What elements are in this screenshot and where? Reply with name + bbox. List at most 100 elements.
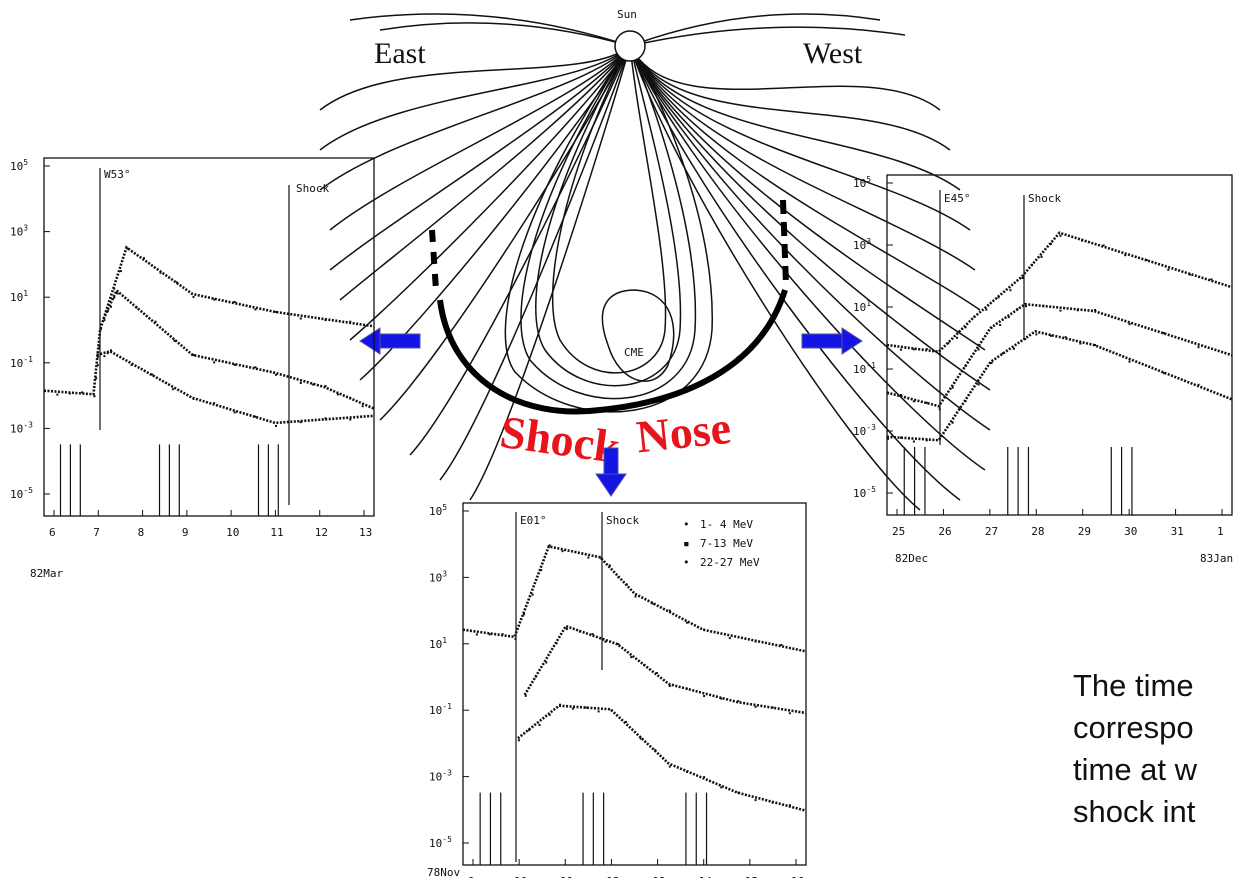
flux-point [728,637,731,640]
panel-arrows [359,327,863,497]
flux-point [887,344,889,346]
x-tick-label: 12 [315,526,328,539]
y-tick-label: 10-1 [853,361,876,376]
caption-line-3: time at w [1073,752,1198,787]
field-line [339,45,631,301]
east-label: East [374,37,426,70]
flux-point [1128,360,1131,363]
flux-point [887,392,889,395]
cme-label: CME [624,346,644,359]
flux-point [233,300,236,303]
panel-bottom-flux-traces [462,544,807,865]
sun-label: Sun [617,8,637,21]
flux-point [597,710,600,713]
field-line [319,45,631,111]
flux-point [517,739,520,742]
flux-point [299,381,302,384]
flux-point [95,377,98,380]
flux-point [938,408,941,411]
panel-bottom-legend: • 1- 4 MeV ▪ 7-13 MeV • 22-27 MeV [683,518,760,569]
field-line-diagram: Sun East West CME Shock Nose [319,8,991,511]
y-tick-label: 10-5 [853,485,876,500]
sun-disk [614,30,646,62]
flux-point [1145,259,1148,261]
flux-point [531,593,534,596]
y-tick-label: 10-3 [429,769,452,784]
flux-point [113,287,116,290]
flux-point [578,630,581,633]
legend-item-1: 1- 4 MeV [700,518,753,531]
flux-point [135,306,138,309]
flux-point [604,640,607,643]
flux-trace [96,349,375,425]
flux-point [361,405,364,408]
flux-point [584,706,587,709]
caption-line-1: The time [1073,668,1194,703]
flux-point [925,401,928,404]
flux-point [1167,268,1170,271]
flux-point [1197,383,1200,386]
flux-point [754,640,757,643]
flux-point [324,385,327,388]
flux-point [233,363,236,366]
flux-trace [886,330,1233,442]
flux-point [1094,309,1096,311]
x-tick-label: 11 [560,875,573,878]
x-tick-label: 7 [93,526,100,539]
flux-point [1059,309,1062,312]
flux-point [1094,344,1096,346]
flux-point [574,550,577,553]
flux-point [655,672,658,675]
x-tick-label: 9 [182,526,189,539]
flux-point [488,633,491,636]
flux-point [213,402,216,405]
flux-point [964,365,967,368]
field-line [629,45,986,351]
flux-point [1009,289,1012,292]
flux-point [192,353,195,356]
field-line [329,45,631,271]
flux-point [548,713,551,716]
flux-point [720,697,723,700]
panel-left-shock-label: Shock [296,182,329,195]
panel-left-flux-traces [43,245,375,516]
flux-point [630,656,633,659]
y-tick-label: 103 [10,224,28,239]
flux-point [754,799,757,802]
flux-point [685,687,688,690]
x-tick-label: 28 [1031,525,1044,538]
flux-point [523,613,526,616]
panel-right-event-label: E45° [944,192,971,205]
x-tick-label: 12 [606,875,619,878]
flux-point [565,628,568,631]
flux-point [548,544,551,547]
flux-point [977,348,980,351]
flux-point [1031,263,1034,266]
flux-point [985,308,988,311]
nose-word: Nose [634,402,733,463]
x-tick-label: 8 [138,526,145,539]
flux-point [119,270,122,273]
flux-point [668,609,671,612]
x-tick-label: 27 [985,525,998,538]
flux-point [720,786,723,789]
flux-point [703,628,706,631]
flux-point [1163,372,1165,375]
flux-point [475,633,478,636]
x-tick-label: 10 [514,875,527,878]
flux-point [100,327,103,330]
flux-point [625,720,628,723]
field-line [629,45,951,151]
y-tick-label: 103 [853,237,871,252]
legend-dot-1: • [683,518,690,531]
y-tick-label: 105 [10,158,28,173]
flux-point [143,257,145,260]
flux-point [538,724,541,727]
panel-right-shock-label: Shock [1028,192,1061,205]
y-tick-label: 101 [10,289,28,304]
flux-point [96,355,99,358]
flux-point [1059,234,1062,237]
flux-point [1025,305,1027,308]
field-line [629,45,991,391]
